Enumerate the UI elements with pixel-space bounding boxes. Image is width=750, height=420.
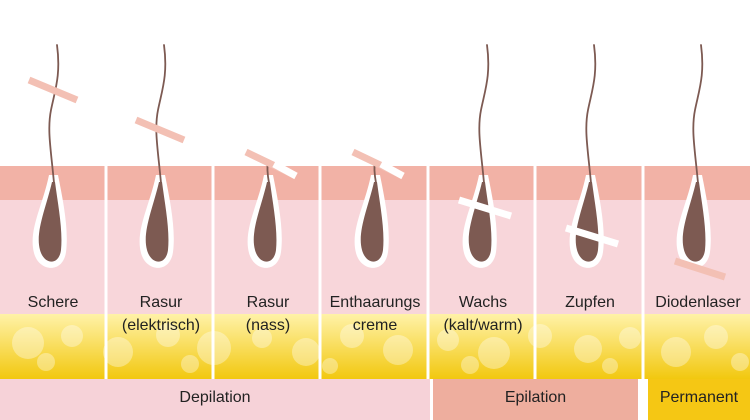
method-label-rasur-elektrisch: Rasur (elektrisch) bbox=[106, 291, 216, 337]
method-label-enthaarungscreme-line1: Enthaarungs bbox=[329, 294, 421, 311]
fat-cell-bubble bbox=[103, 337, 133, 367]
method-strip-zupfen bbox=[564, 224, 620, 248]
method-label-rasur-elektrisch-line2: (elektrisch) bbox=[121, 317, 201, 334]
method-label-diodenlaser-line1: Diodenlaser bbox=[655, 294, 741, 311]
method-label-wachs-line1: Wachs bbox=[458, 294, 508, 311]
column-separator bbox=[533, 166, 537, 379]
category-band-epilation bbox=[433, 379, 638, 420]
column-separator bbox=[318, 166, 322, 379]
fat-cell-bubble bbox=[661, 337, 691, 367]
method-strip-rasur-elektrisch bbox=[134, 116, 186, 144]
method-label-wachs-line2: (kalt/warm) bbox=[443, 317, 523, 334]
fat-cell-bubble bbox=[704, 325, 728, 349]
fat-cell-bubble bbox=[731, 353, 749, 371]
fat-cell-bubble bbox=[619, 327, 641, 349]
fat-cell-bubble bbox=[478, 337, 510, 369]
category-band-permanent bbox=[648, 379, 750, 420]
method-label-enthaarungscreme: Enthaarungs creme bbox=[320, 291, 430, 337]
fat-cell-bubble bbox=[12, 327, 44, 359]
column-separator bbox=[426, 166, 430, 379]
hair-bulb-rasur-elektrisch bbox=[145, 182, 169, 262]
method-label-schere: Schere bbox=[0, 291, 108, 314]
fat-cell-bubble bbox=[383, 335, 413, 365]
fat-cell-bubble bbox=[252, 328, 272, 348]
category-band-depilation bbox=[0, 379, 430, 420]
category-label-permanent: Permanent bbox=[659, 389, 739, 406]
fat-cell-bubble bbox=[292, 338, 320, 366]
method-label-rasur-nass-line2: (nass) bbox=[245, 317, 291, 334]
fat-cell-bubble bbox=[437, 329, 459, 351]
hair-bulb-zupfen bbox=[575, 182, 599, 262]
method-label-rasur-nass-line1: Rasur bbox=[246, 294, 290, 311]
fat-cell-bubble bbox=[340, 324, 364, 348]
hair-bulb-rasur-nass bbox=[253, 182, 277, 262]
method-label-diodenlaser: Diodenlaser bbox=[643, 291, 750, 314]
method-strip-wachs bbox=[457, 196, 513, 220]
hair-strand-diodenlaser bbox=[692, 44, 704, 184]
column-separator bbox=[104, 166, 108, 379]
fat-cell-bubble bbox=[61, 325, 83, 347]
method-label-wachs: Wachs (kalt/warm) bbox=[428, 291, 538, 337]
method-strip-schere bbox=[27, 76, 79, 104]
fat-cell-bubble bbox=[156, 323, 180, 347]
column-separator bbox=[211, 166, 215, 379]
hair-bulb-wachs bbox=[468, 182, 492, 262]
method-strip-diodenlaser bbox=[673, 257, 727, 281]
fat-cell-bubble bbox=[574, 335, 602, 363]
fat-cell-bubble bbox=[602, 358, 618, 374]
method-label-schere-line1: Schere bbox=[27, 294, 79, 311]
hair-strand-zupfen bbox=[585, 44, 597, 184]
hair-strand-wachs bbox=[478, 44, 490, 184]
fat-cell-bubble bbox=[461, 356, 479, 374]
method-strip-highlight-enthaarungscreme bbox=[379, 160, 405, 180]
hair-bulb-enthaarungscreme bbox=[360, 182, 384, 262]
fat-cell-bubble bbox=[37, 353, 55, 371]
method-label-zupfen: Zupfen bbox=[535, 291, 645, 314]
method-strip-highlight-rasur-nass bbox=[272, 160, 298, 180]
hair-strand-schere bbox=[48, 44, 60, 184]
category-label-epilation: Epilation bbox=[504, 389, 567, 406]
category-label-depilation: Depilation bbox=[179, 389, 251, 406]
hair-strand-rasur-elektrisch bbox=[155, 44, 167, 184]
hair-bulb-schere bbox=[38, 182, 62, 262]
fat-cell-bubble bbox=[181, 355, 199, 373]
fat-cell-bubble bbox=[322, 358, 338, 374]
method-label-zupfen-line1: Zupfen bbox=[565, 294, 615, 311]
method-label-rasur-nass: Rasur (nass) bbox=[213, 291, 323, 337]
fat-layer bbox=[0, 314, 750, 379]
column-separator bbox=[641, 166, 645, 379]
hair-bulb-diodenlaser bbox=[682, 182, 706, 262]
method-label-enthaarungscreme-line2: creme bbox=[352, 317, 398, 334]
method-label-rasur-elektrisch-line1: Rasur bbox=[139, 294, 183, 311]
